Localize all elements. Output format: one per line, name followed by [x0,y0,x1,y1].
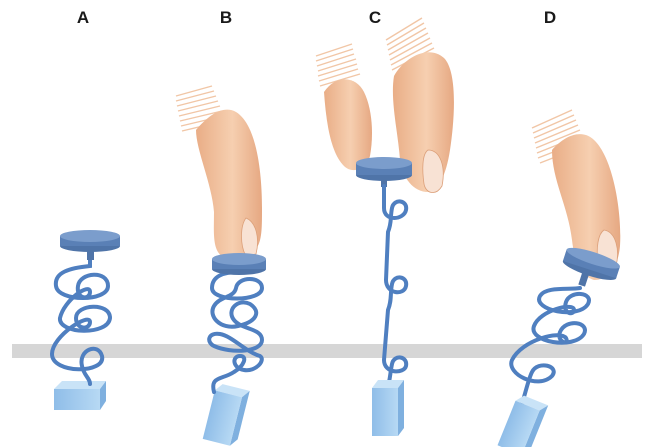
weight-block-b [203,383,250,447]
surface-bar [12,344,642,358]
weight-block-d [498,393,549,447]
panel-d [498,110,622,447]
panel-a [52,230,120,410]
coil-spring-a [52,256,110,384]
weight-block-c [372,380,404,436]
coil-spring-b [209,272,262,392]
weight-block-a [54,381,106,410]
cap-a [60,230,120,252]
panel-c [316,18,454,436]
finger-icon [176,86,262,256]
panel-b [176,86,266,447]
cap-b [212,253,266,275]
